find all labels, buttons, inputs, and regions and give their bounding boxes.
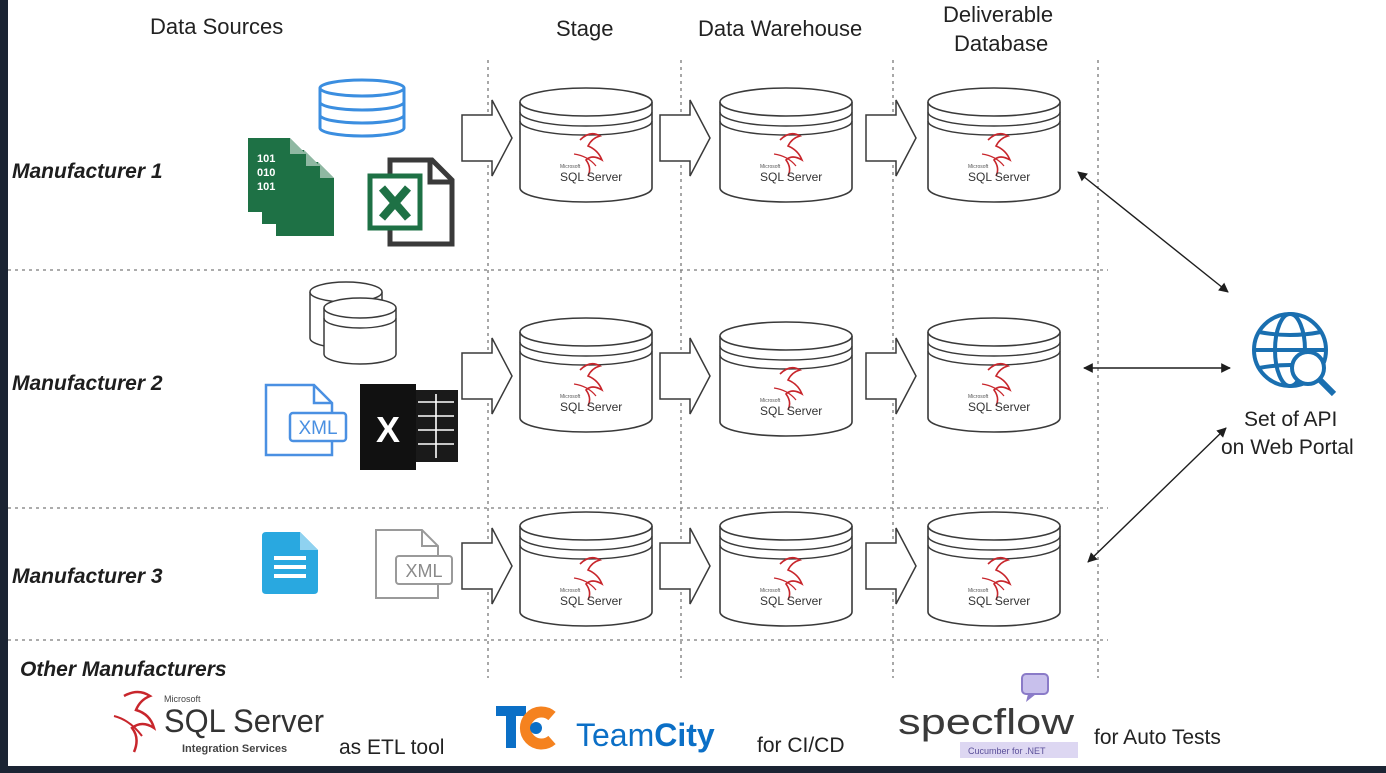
teamcity-logo: TeamCity <box>496 706 715 753</box>
xml-file-gray-icon: XML <box>375 529 453 599</box>
flow-arrow <box>461 527 513 605</box>
diagram-graphics: Microsoft SQL Server 101 010 101 <box>8 60 1337 758</box>
column-header-data-sources: Data Sources <box>150 14 284 39</box>
flow-arrow <box>461 99 513 177</box>
flow-arrow <box>659 337 711 415</box>
flow-arrow <box>865 337 917 415</box>
stage-database-3 <box>519 511 653 627</box>
stage-database-1 <box>519 87 653 203</box>
etl-architecture-diagram: Microsoft SQL Server 101 010 101 <box>8 0 1386 766</box>
column-header-deliverable-line1: Deliverable <box>943 2 1054 27</box>
teamcity-caption: for CI/CD <box>757 734 845 757</box>
svg-text:XML: XML <box>298 418 337 439</box>
row-label-manufacturer-2: Manufacturer 2 <box>12 372 163 395</box>
xml-file-icon: XML <box>264 383 348 457</box>
excel-file-icon <box>367 157 455 247</box>
ssis-caption: as ETL tool <box>339 736 445 759</box>
stage-database-2 <box>519 317 653 433</box>
web-api-globe-icon <box>1252 312 1337 397</box>
svg-text:X: X <box>376 409 400 450</box>
column-header-stage: Stage <box>556 16 614 41</box>
api-connectors <box>1077 171 1231 563</box>
flow-arrow <box>865 99 917 177</box>
svg-text:Integration Services: Integration Services <box>182 743 287 755</box>
excel-dark-icon: X <box>360 384 458 470</box>
ssis-logo: Microsoft SQL Server Integration Service… <box>113 690 324 755</box>
flow-arrow <box>461 337 513 415</box>
svg-text:specflow: specflow <box>898 701 1075 742</box>
binary-file-icon <box>248 138 334 236</box>
specflow-caption: for Auto Tests <box>1094 726 1221 749</box>
deliverable-database-1 <box>927 87 1061 203</box>
flow-arrow <box>865 527 917 605</box>
row-label-manufacturer-1: Manufacturer 1 <box>12 160 163 183</box>
warehouse-database-2 <box>719 321 853 437</box>
warehouse-database-1 <box>719 87 853 203</box>
svg-text:Microsoft: Microsoft <box>164 694 201 704</box>
document-icon <box>262 532 318 594</box>
svg-text:SQL Server: SQL Server <box>164 703 324 739</box>
database-stack-icon <box>309 281 397 365</box>
svg-text:XML: XML <box>405 561 442 581</box>
row-label-other-manufacturers: Other Manufacturers <box>20 658 227 681</box>
deliverable-database-2 <box>927 317 1061 433</box>
svg-text:TeamCity: TeamCity <box>576 717 715 753</box>
svg-text:Cucumber for .NET: Cucumber for .NET <box>968 746 1046 756</box>
column-header-deliverable-line2: Database <box>954 31 1049 56</box>
row-label-manufacturer-3: Manufacturer 3 <box>12 565 163 588</box>
database-source-icon <box>318 78 406 138</box>
flow-arrow <box>659 99 711 177</box>
specflow-logo: specflow Cucumber for .NET <box>898 673 1078 758</box>
flow-arrow <box>659 527 711 605</box>
column-header-data-warehouse: Data Warehouse <box>698 16 863 41</box>
api-label-line2: on Web Portal <box>1221 436 1354 459</box>
warehouse-database-3 <box>719 511 853 627</box>
deliverable-database-3 <box>927 511 1061 627</box>
api-label-line1: Set of API <box>1244 408 1338 431</box>
